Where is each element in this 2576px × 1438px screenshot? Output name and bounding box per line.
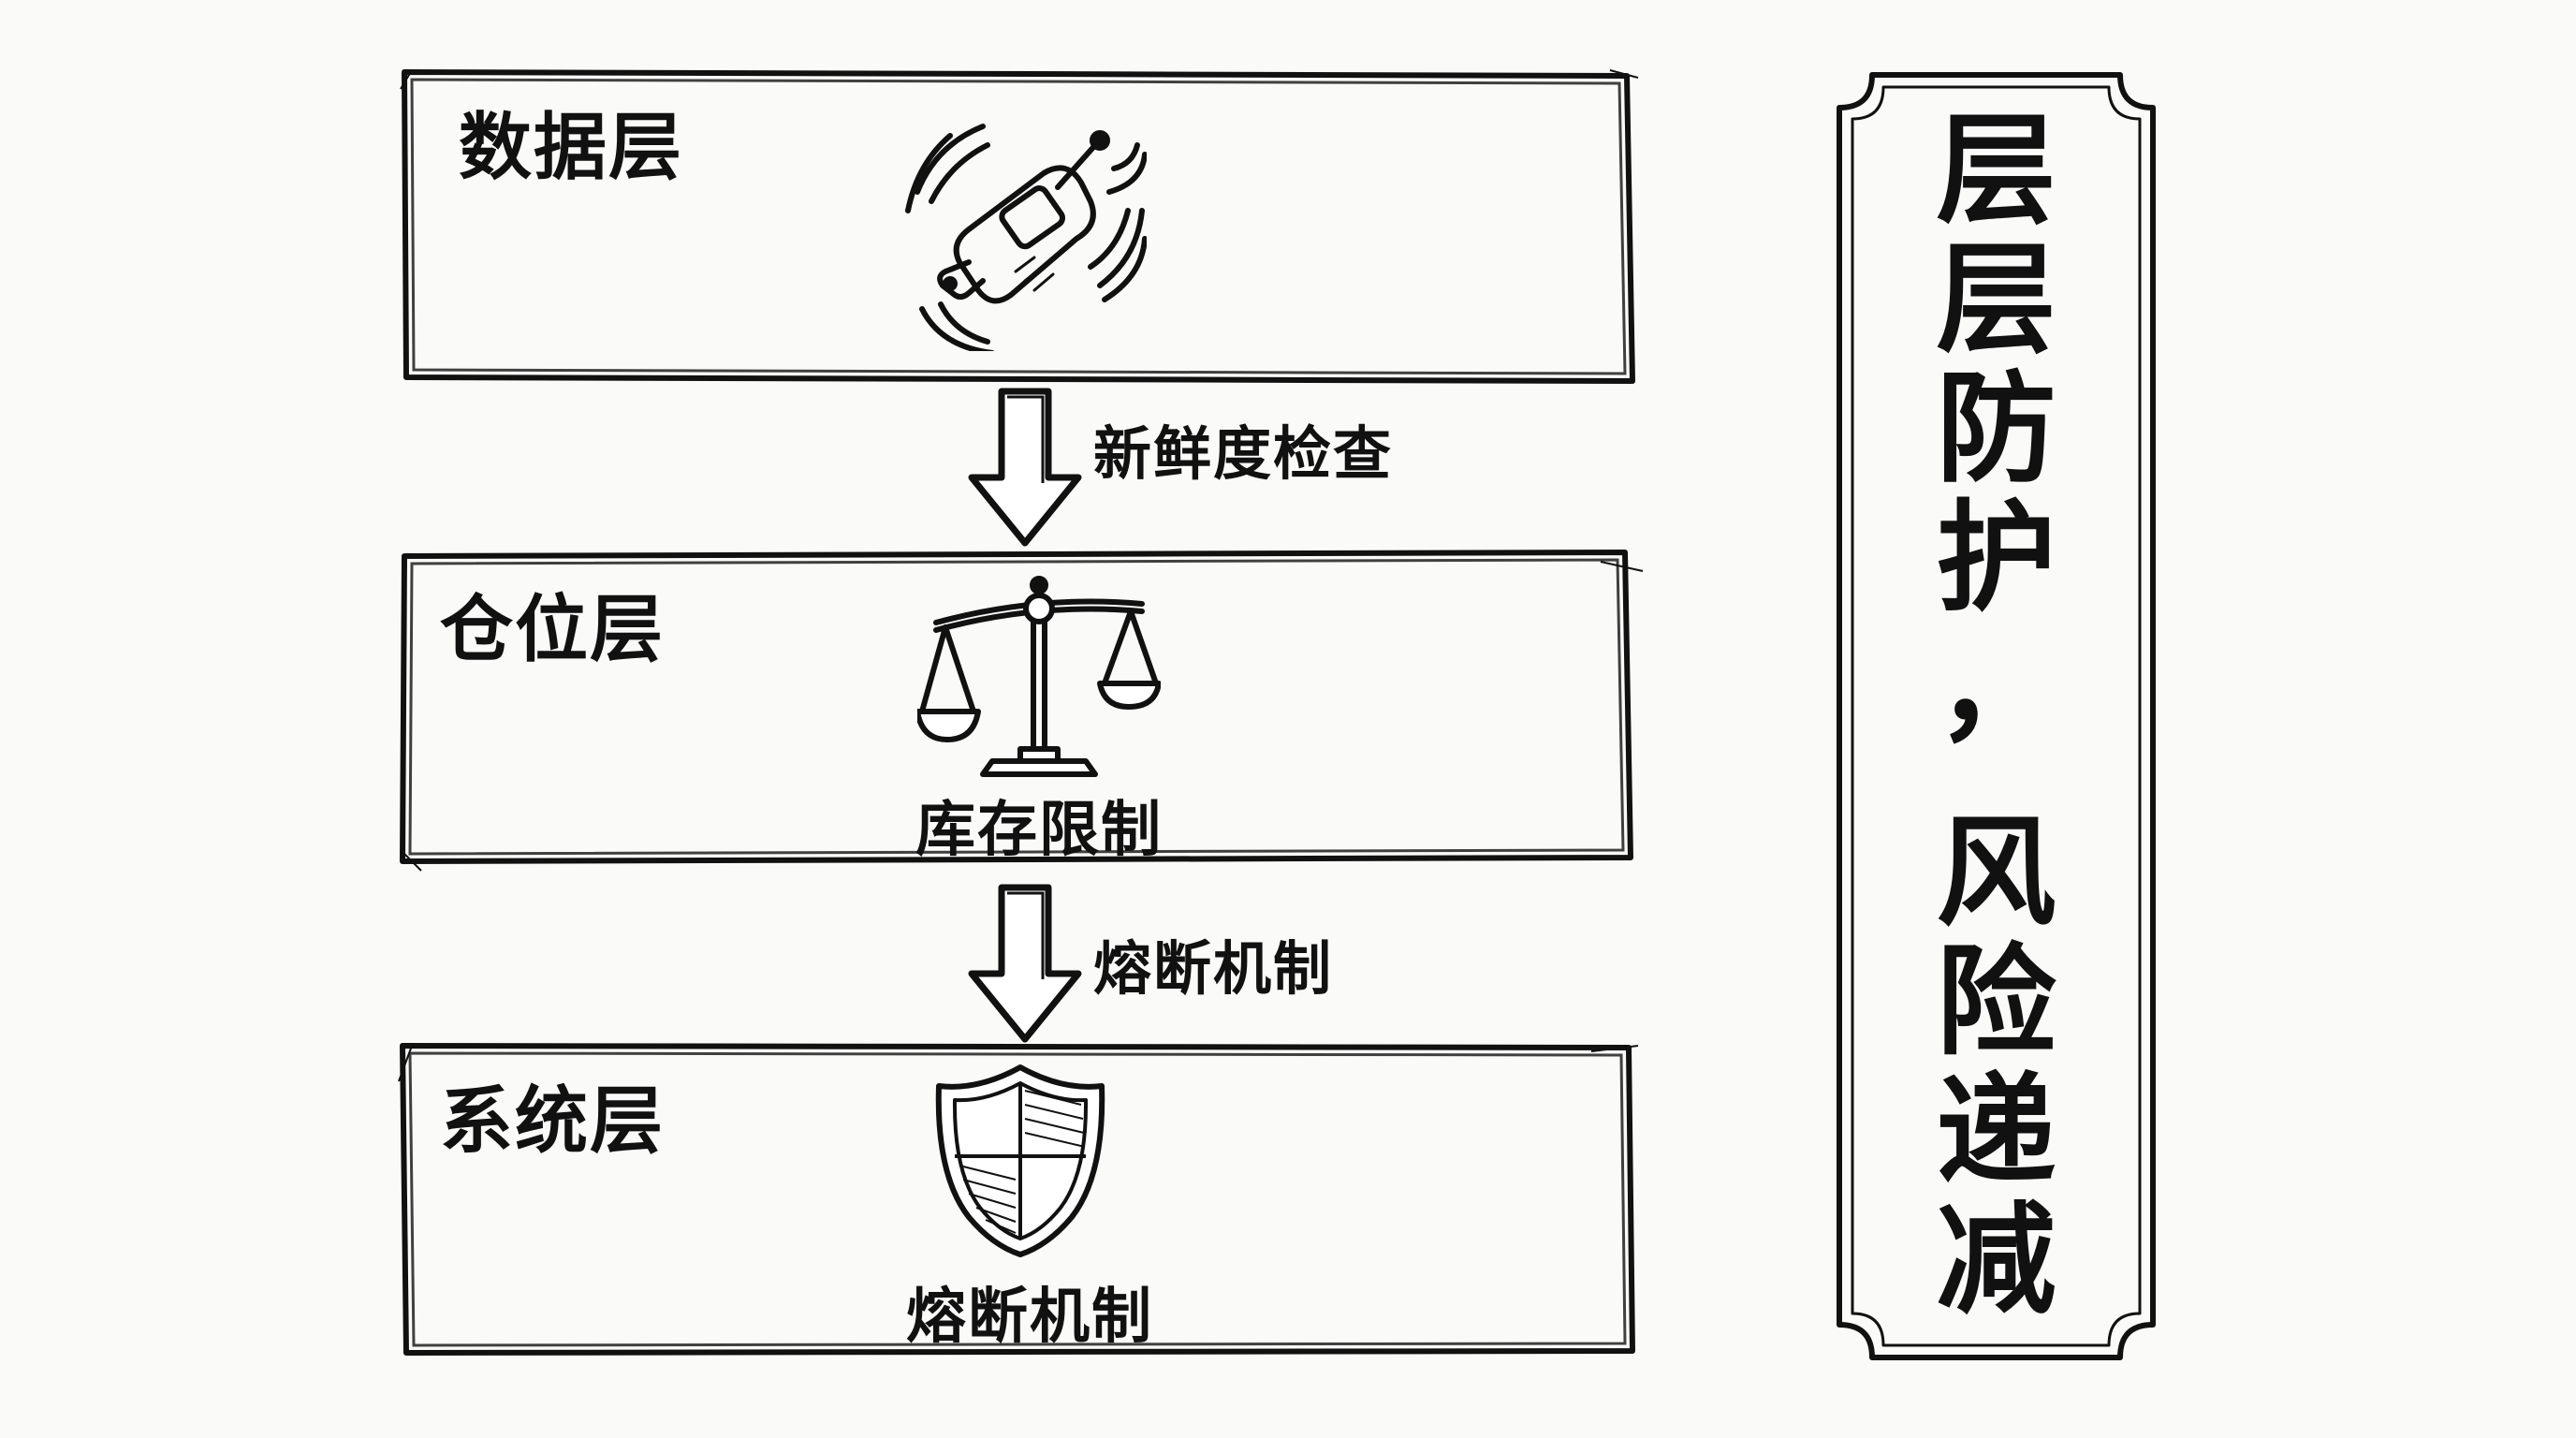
slogan-banner: 层 层 防 护 ， 风 险 递 减 bbox=[1835, 70, 2158, 1362]
banner-frame bbox=[1837, 72, 2156, 1360]
layer-frame bbox=[398, 1043, 1639, 1356]
banner-char: 层 bbox=[1936, 230, 2056, 370]
banner-char: 层 bbox=[1936, 101, 2056, 241]
arrow-down-icon bbox=[968, 884, 1082, 1043]
layer-caption: 库存限制 bbox=[915, 796, 1163, 865]
layer-title: 数据层 bbox=[459, 106, 684, 190]
shield-icon bbox=[935, 1064, 1105, 1257]
layer-title: 系统层 bbox=[440, 1079, 666, 1164]
sensor-device-icon bbox=[905, 124, 1147, 351]
layer-caption: 熔断机制 bbox=[906, 1283, 1153, 1352]
arrow-label: 新鲜度检查 bbox=[1093, 419, 1394, 488]
banner-text: 层 层 防 护 ， 风 险 递 减 bbox=[1835, 70, 2158, 1362]
layer-frame bbox=[400, 69, 1639, 384]
arrow-down-2: 熔断机制 bbox=[964, 880, 1331, 1052]
balance-scale-icon bbox=[917, 576, 1161, 777]
banner-char: 减 bbox=[1936, 1191, 2056, 1330]
banner-char: ， bbox=[1936, 618, 2056, 757]
layer-title: 仓位层 bbox=[440, 588, 666, 672]
layer-system: 系统层 熔断机制 bbox=[398, 1043, 1639, 1356]
banner-char: 护 bbox=[1936, 489, 2056, 628]
layer-data: 数据层 bbox=[400, 69, 1639, 384]
layer-frame bbox=[400, 550, 1644, 872]
banner-char: 防 bbox=[1936, 360, 2056, 499]
banner-char: 递 bbox=[1936, 1062, 2056, 1201]
arrow-down-1: 新鲜度检查 bbox=[964, 384, 1391, 556]
arrow-down-icon bbox=[968, 388, 1082, 547]
banner-char: 险 bbox=[1936, 932, 2056, 1072]
arrow-label: 熔断机制 bbox=[1093, 934, 1334, 1003]
layer-position: 仓位层 库存限制 bbox=[400, 550, 1644, 872]
banner-char: 风 bbox=[1936, 803, 2056, 943]
